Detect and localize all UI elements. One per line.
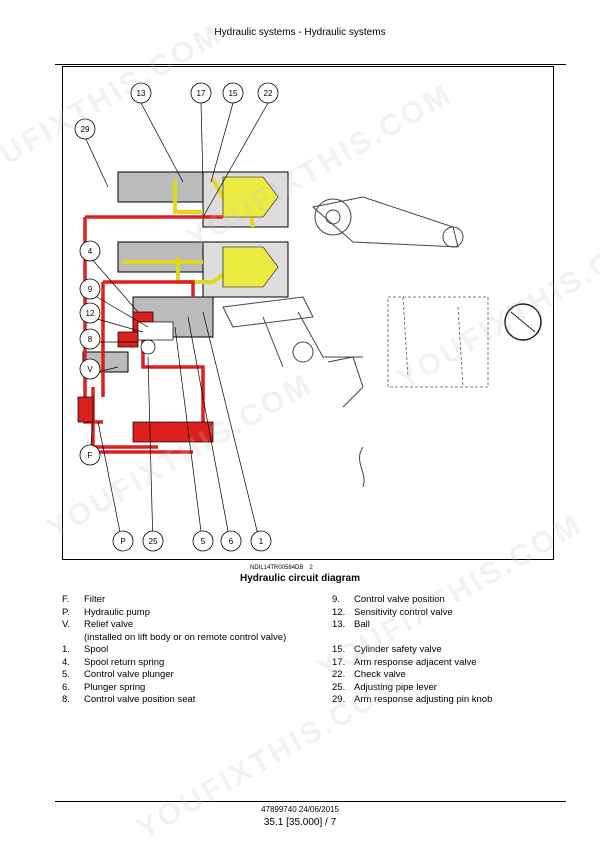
footer-rule [55, 801, 566, 802]
callout-5: 5 [201, 537, 206, 546]
callout-12: 12 [86, 309, 95, 318]
callout-4: 4 [88, 247, 93, 256]
legend-item: 12.Sensitivity control valve [332, 606, 453, 618]
callouts-bottom [112, 530, 272, 552]
legend-note: (installed on lift body or on remote con… [84, 631, 287, 643]
figure-caption: Hydraulic circuit diagram [239, 573, 361, 584]
callout-9: 9 [88, 285, 93, 294]
legend-item: 22.Check valve [332, 669, 406, 680]
callout-6: 6 [229, 537, 234, 546]
legend-item: V.Relief valve [62, 619, 134, 630]
header-rule [55, 64, 566, 65]
legend-item: 1.Spool [62, 644, 109, 655]
legend-item: 15.Cylinder safety valve [332, 644, 442, 655]
legend-item: F.Filter [62, 594, 106, 605]
legend-item: 4.Spool return spring [62, 656, 165, 668]
callout-22: 22 [264, 89, 273, 98]
callout-13: 13 [137, 89, 146, 98]
figure-reference: NDIL14TR00584DB 2 [250, 565, 313, 571]
callout-8: 8 [88, 335, 93, 344]
figure-reference-number: 2 [309, 565, 313, 571]
callout-25: 25 [149, 537, 158, 546]
page-header: Hydraulic systems - Hydraulic systems [214, 27, 386, 38]
callout-F: F [88, 451, 93, 460]
footer-doc-date: 47899740 24/06/2015 [261, 805, 339, 814]
callout-P: P [120, 537, 125, 546]
figure-reference-code: NDIL14TR00584DB [250, 565, 304, 571]
gauge-dial [504, 303, 542, 341]
callout-15: 15 [229, 89, 238, 98]
oil-tank [132, 421, 214, 443]
lift-linkage [222, 196, 464, 488]
callout-17: 17 [197, 89, 206, 98]
legend-item: 5.Control valve plunger [62, 669, 174, 680]
callouts-top [130, 82, 279, 104]
hydraulic-circuit-diagram: 13 17 15 22 29 4 9 12 8 V F P [74, 82, 542, 552]
legend-right: 9.Control valve position 12.Sensitivity … [332, 594, 492, 707]
footer-page-number: 35.1 [35.000] / 7 [263, 817, 337, 828]
callouts-left [74, 118, 101, 466]
dashed-linkage [387, 296, 489, 388]
legend-item: 6.Plunger spring [62, 681, 146, 693]
legend-item: 8.Control valve position seat [62, 694, 196, 705]
legend-item: 29.Arm response adjusting pin knob [332, 694, 493, 705]
legend-item: 13.Ball [332, 619, 370, 630]
legend-left: F.Filter P.Hydraulic pump V.Relief valve… [62, 594, 286, 707]
legend-item: 9.Control valve position [332, 594, 445, 605]
legend-item: 25.Adjusting pipe lever [332, 681, 437, 693]
return-oil-fill [222, 176, 279, 288]
callout-1: 1 [259, 537, 264, 546]
figure-frame: 13 17 15 22 29 4 9 12 8 V F P [62, 66, 554, 560]
callout-29: 29 [81, 125, 90, 134]
legend-item: 17.Arm response adjacent valve [332, 656, 477, 668]
callout-V: V [87, 365, 93, 374]
leader-lines [84, 102, 269, 548]
legend-item: P.Hydraulic pump [62, 606, 150, 618]
